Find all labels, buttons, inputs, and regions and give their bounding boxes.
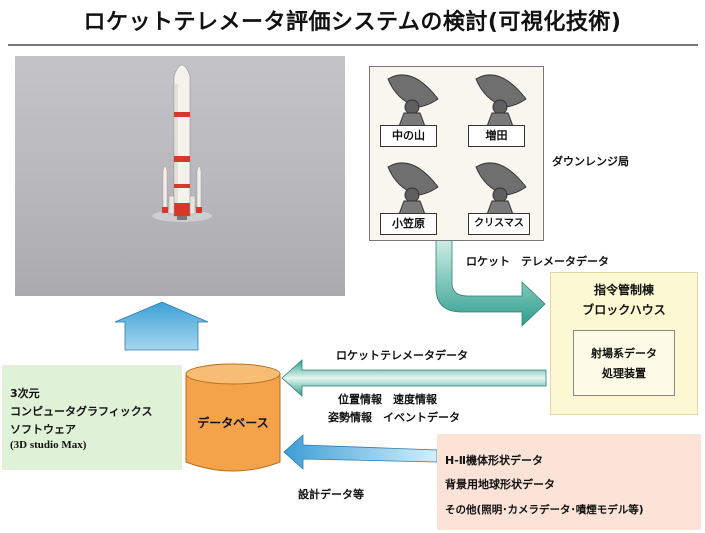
cg-line4: (3D studio Max) <box>10 439 87 451</box>
database-cylinder-icon <box>185 363 281 472</box>
control-line2: ブロックハウス <box>582 303 666 317</box>
downrange-station-panel: 中の山 増田 小笠原 クリスマス <box>369 66 544 241</box>
title-rule <box>8 44 698 46</box>
station-label-nakanoyama: 中の山 <box>380 125 437 147</box>
page-title: ロケットテレメータ評価システムの検討(可視化技術) <box>83 10 622 35</box>
range-data-processor-box: 射場系データ 処理装置 <box>573 330 675 396</box>
processor-line2: 処理装置 <box>602 367 646 380</box>
shape-data-panel: H-Ⅱ機体形状データ 背景用地球形状データ その他(照明･カメラデータ･噴煙モデ… <box>437 434 701 530</box>
rocket-illustration <box>152 64 212 222</box>
control-line1: 指令管制棟 <box>593 283 654 297</box>
cg-line3: ソフトウェア <box>10 423 76 436</box>
rocket-render-panel <box>15 56 345 296</box>
telemetry-db-label: ロケットテレメータデータ <box>336 349 468 362</box>
design-data-arrow <box>283 434 438 470</box>
downrange-label: ダウンレンジ局 <box>552 155 629 168</box>
telemetry-to-database-arrow <box>281 359 547 397</box>
processor-line1: 射場系データ <box>591 347 657 360</box>
visualization-up-arrow <box>114 301 209 351</box>
station-label-ogasawara: 小笠原 <box>380 213 437 235</box>
control-center-panel: 指令管制棟 ブロックハウス 射場系データ 処理装置 <box>550 272 698 415</box>
design-data-label: 設計データ等 <box>298 488 364 501</box>
shape-line3: その他(照明･カメラデータ･噴煙モデル等) <box>445 504 644 516</box>
station-label-christmas: クリスマス <box>468 213 530 235</box>
telemetry-flow-label: ロケット テレメータデータ <box>466 255 609 268</box>
cg-line2: コンピュータグラフィックス <box>10 405 153 418</box>
station-label-masuda: 増田 <box>468 125 525 147</box>
cg-software-panel: 3次元 コンピュータグラフィックス ソフトウェア (3D studio Max) <box>2 365 182 470</box>
info-line1: 位置情報 速度情報 <box>338 393 437 406</box>
info-line2: 姿勢情報 イベントデータ <box>328 411 460 424</box>
shape-line2: 背景用地球形状データ <box>445 478 555 491</box>
cg-line1: 3次元 <box>10 387 40 400</box>
database-label: データベース <box>197 416 269 430</box>
telemetry-downlink-arrow <box>435 239 546 327</box>
shape-line1: H-Ⅱ機体形状データ <box>445 454 544 467</box>
